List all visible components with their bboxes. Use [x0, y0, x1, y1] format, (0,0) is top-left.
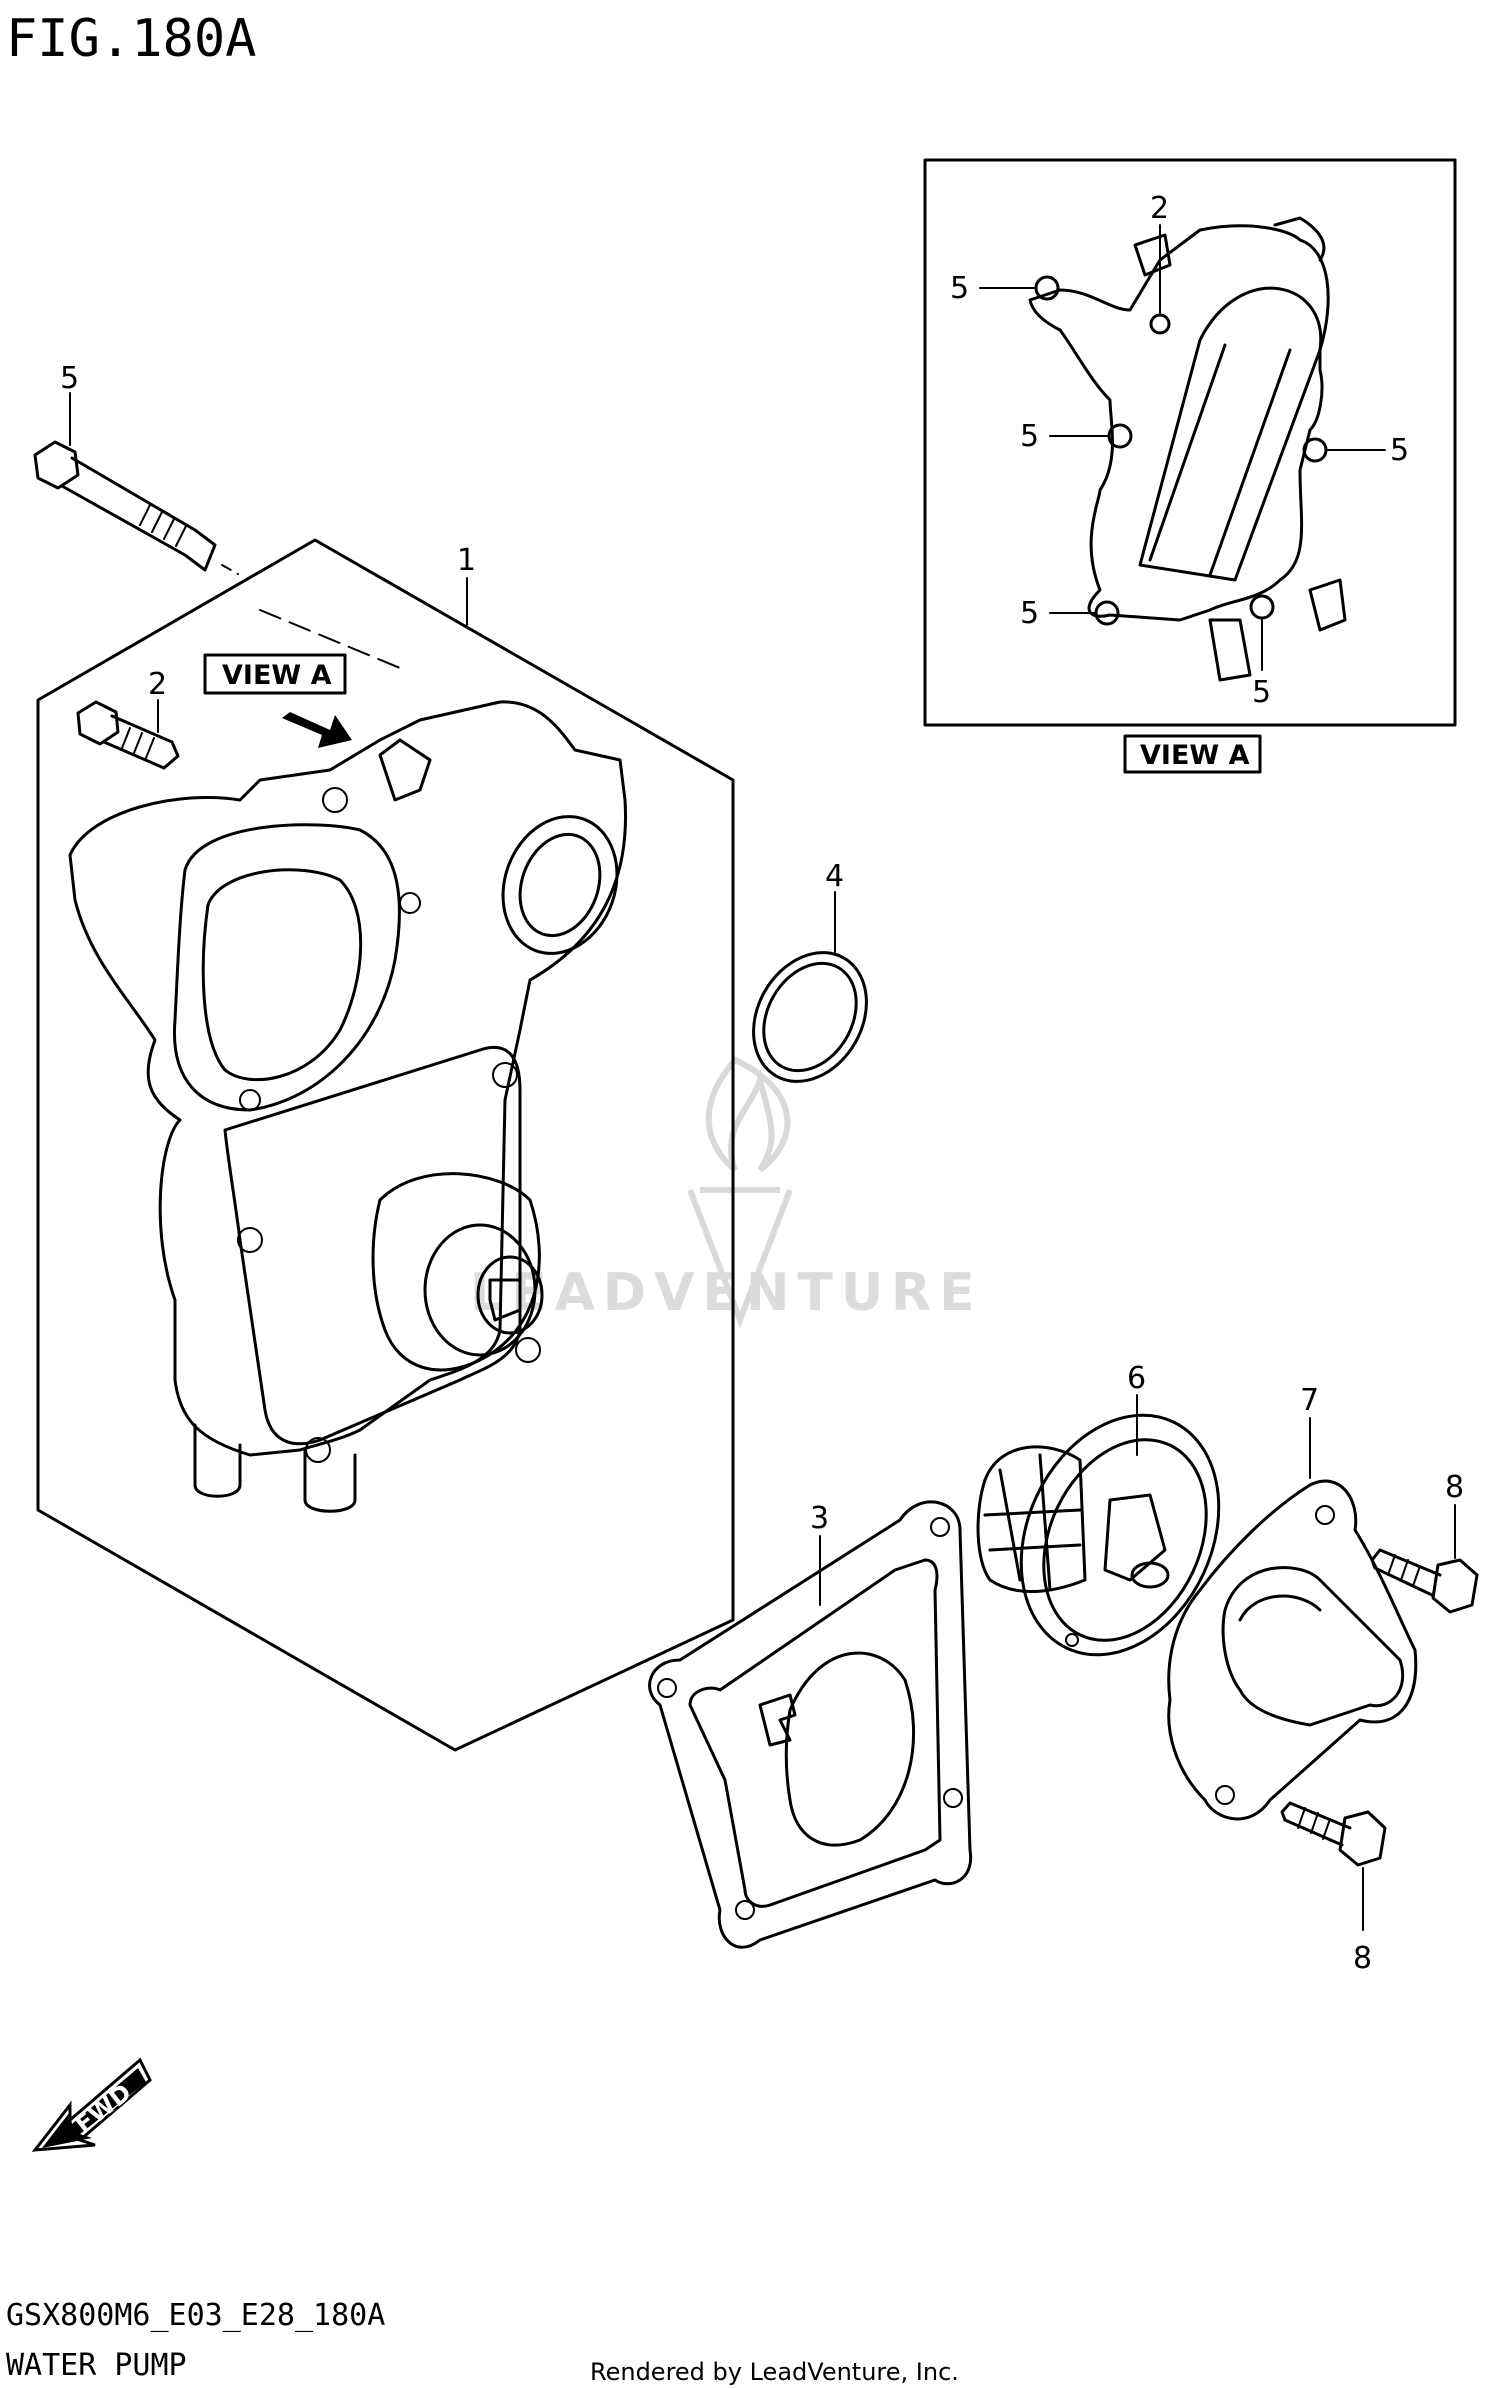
o-ring-part-4 [752, 951, 868, 1083]
callout-5-inset-a: 5 [950, 271, 969, 306]
gasket-part-3 [648, 1500, 973, 1949]
inset-view-a-label-box [1123, 734, 1262, 774]
callout-1: 1 [457, 543, 476, 578]
callout-5-inset-d: 5 [1020, 596, 1039, 631]
bolt-part-2 [76, 700, 180, 770]
view-a-inset-drawing [1028, 216, 1347, 682]
view-a-label-box [203, 653, 347, 695]
bolt-part-5 [33, 440, 239, 575]
callout-5-inset-c: 5 [1390, 433, 1409, 468]
view-a-arrow-icon [282, 712, 352, 748]
bolt-part-8-upper [1370, 1548, 1479, 1614]
thermostat-part-6 [976, 1413, 1221, 1657]
model-code: GSX800M6_E03_E28_180A [6, 2298, 385, 2333]
figure-title: FIG.180A [6, 9, 256, 69]
watermark-text: LEADVENTURE [470, 1263, 983, 1323]
callout-6: 6 [1127, 1361, 1146, 1396]
leadventure-watermark: LEADVENTURE [470, 1056, 983, 1329]
part-1-group-outline [36, 538, 735, 1752]
callout-8-upper: 8 [1445, 1470, 1464, 1505]
callout-5-inset-e: 5 [1252, 675, 1271, 710]
fwd-direction-badge: FWD [31, 2057, 152, 2152]
callout-5-bolt: 5 [60, 361, 79, 396]
view-a-label: VIEW A [222, 660, 332, 691]
callout-2-inset: 2 [1150, 191, 1169, 226]
water-pump-body [68, 700, 628, 1513]
view-a-inset-frame [923, 158, 1457, 727]
thermostat-cover-part-7 [1167, 1479, 1418, 1821]
callout-2-bolt: 2 [148, 667, 167, 702]
callout-8-lower: 8 [1353, 1941, 1372, 1976]
footer-credit: Rendered by LeadVenture, Inc. [590, 2358, 959, 2386]
inset-view-a-label: VIEW A [1140, 740, 1250, 771]
callout-7: 7 [1300, 1383, 1319, 1418]
callout-3: 3 [810, 1501, 829, 1536]
callout-5-inset-b: 5 [1020, 419, 1039, 454]
callout-4: 4 [825, 859, 844, 894]
bolt-part-8-lower [1280, 1801, 1387, 1867]
section-name: WATER PUMP [6, 2348, 187, 2383]
